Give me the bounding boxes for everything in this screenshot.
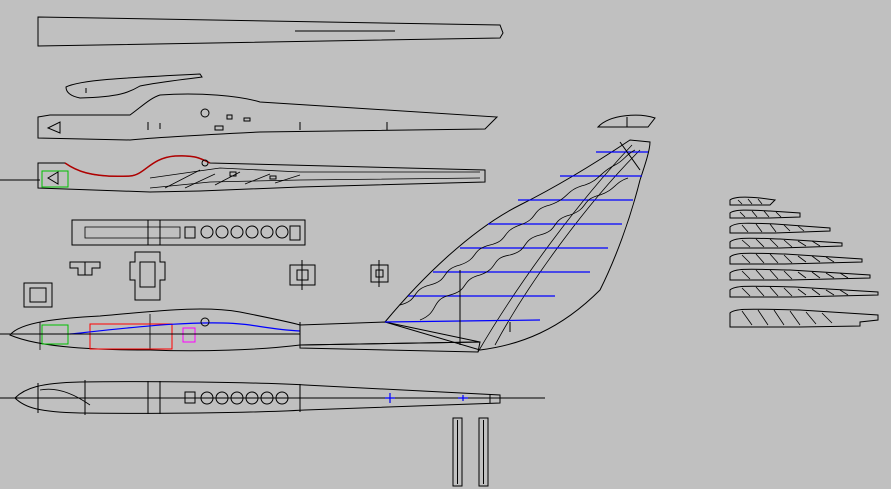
rib-8 bbox=[729, 308, 879, 328]
former-part-4 bbox=[370, 260, 389, 287]
rib-stack bbox=[729, 196, 879, 328]
fuselage-side-plank-1 bbox=[37, 93, 499, 141]
fuselage-top-view bbox=[0, 380, 545, 415]
former-part-2 bbox=[129, 251, 166, 301]
airfoil-profile bbox=[596, 114, 656, 128]
rib-5 bbox=[729, 252, 863, 265]
servo-plate-part bbox=[71, 219, 306, 246]
former-part-3 bbox=[289, 260, 316, 290]
rib-6 bbox=[729, 268, 871, 281]
fuselage-side-plank-2 bbox=[0, 155, 486, 193]
rib-1 bbox=[729, 196, 777, 206]
top-plank-part bbox=[37, 16, 504, 47]
battery-box-part bbox=[23, 282, 53, 308]
rib-3 bbox=[729, 222, 831, 234]
fuselage-side-view bbox=[0, 308, 481, 353]
rib-4 bbox=[729, 237, 843, 249]
former-part-1 bbox=[69, 261, 101, 276]
rib-2 bbox=[729, 209, 801, 219]
fin-rudder bbox=[384, 139, 651, 353]
boom-rods bbox=[452, 417, 489, 487]
canopy-strip-part bbox=[65, 73, 203, 99]
rib-7 bbox=[729, 285, 879, 298]
